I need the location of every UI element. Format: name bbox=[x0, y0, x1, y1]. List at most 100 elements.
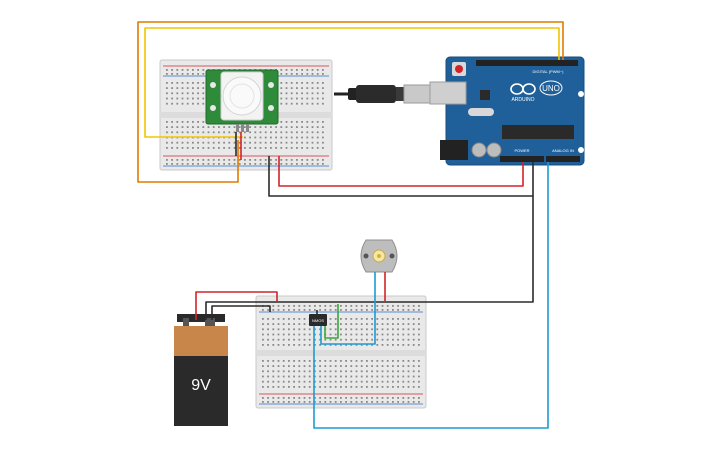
breadboard-hole bbox=[366, 338, 368, 341]
breadboard-hole bbox=[322, 159, 324, 161]
breadboard-hole bbox=[311, 92, 314, 95]
dc-motor[interactable] bbox=[360, 239, 398, 273]
breadboard-hole bbox=[397, 386, 399, 388]
breadboard-hole bbox=[207, 163, 210, 165]
breadboard-hole bbox=[303, 344, 306, 346]
breadboard-hole bbox=[212, 131, 215, 134]
breadboard-hole bbox=[350, 386, 353, 388]
breadboard-hole bbox=[345, 333, 347, 336]
breadboard-hole bbox=[376, 318, 379, 320]
breadboard-hole bbox=[166, 147, 168, 149]
breadboard-hole bbox=[244, 163, 246, 165]
breadboard-hole bbox=[290, 82, 293, 84]
breadboard-hole bbox=[308, 386, 311, 388]
breadboard-hole bbox=[407, 360, 410, 362]
breadboard-hole bbox=[311, 69, 314, 71]
breadboard-hole bbox=[322, 136, 324, 139]
breadboard-hole bbox=[340, 365, 342, 367]
breadboard-hole bbox=[392, 375, 394, 378]
breadboard-hole bbox=[308, 401, 311, 403]
pir-motion-sensor[interactable] bbox=[205, 69, 279, 132]
breadboard-hole bbox=[280, 102, 283, 105]
breadboard-hole bbox=[176, 87, 179, 89]
breadboard-hole bbox=[418, 365, 420, 367]
breadboard-hole bbox=[262, 380, 264, 383]
breadboard-hole bbox=[293, 386, 295, 388]
breadboard-hole bbox=[371, 323, 373, 325]
wire-blue-signal bbox=[313, 162, 549, 429]
breadboard-hole bbox=[244, 159, 246, 161]
breadboard-hole bbox=[296, 69, 298, 71]
breadboard-hole bbox=[166, 131, 168, 134]
breadboard-hole bbox=[192, 121, 194, 123]
breadboard-hole bbox=[381, 397, 384, 399]
breadboard-hole bbox=[306, 126, 309, 128]
breadboard-hole bbox=[371, 380, 373, 383]
breadboard-hole bbox=[264, 131, 267, 134]
breadboard-hole bbox=[381, 309, 384, 311]
breadboard-hole bbox=[218, 126, 220, 128]
breadboard-hole bbox=[360, 338, 363, 341]
breadboard-hole bbox=[319, 397, 321, 399]
breadboard-hole bbox=[280, 121, 283, 123]
breadboard-hole bbox=[282, 323, 285, 325]
breadboard-hole bbox=[282, 318, 285, 320]
breadboard-hole bbox=[264, 159, 267, 161]
breadboard-hole bbox=[314, 328, 316, 331]
breadboard-hole bbox=[249, 141, 251, 144]
wire-black-top bbox=[268, 156, 534, 197]
breadboard-hole bbox=[171, 73, 173, 75]
breadboard-hole bbox=[280, 69, 283, 71]
breadboard-hole bbox=[392, 344, 394, 346]
breadboard-hole bbox=[181, 97, 184, 100]
breadboard-hole bbox=[407, 305, 410, 307]
breadboard-hole bbox=[340, 344, 342, 346]
breadboard-hole bbox=[311, 73, 314, 75]
breadboard-hole bbox=[264, 126, 267, 128]
breadboard-hole bbox=[306, 131, 309, 134]
breadboard-hole bbox=[171, 147, 173, 149]
breadboard-hole bbox=[412, 323, 415, 325]
breadboard-hole bbox=[329, 305, 332, 307]
arduino-uno-board[interactable]: UNO ARDUINO DIGITAL (PWM~) POWER ANALOG … bbox=[429, 56, 585, 166]
breadboard-hole bbox=[197, 159, 199, 161]
arduino-logo-icon bbox=[510, 83, 536, 95]
breadboard-hole bbox=[311, 141, 314, 144]
breadboard-hole bbox=[223, 163, 225, 165]
breadboard-hole bbox=[298, 380, 301, 383]
9v-battery[interactable]: 9V bbox=[174, 314, 228, 426]
breadboard-hole bbox=[176, 102, 179, 105]
breadboard-hole bbox=[176, 131, 179, 134]
breadboard-hole bbox=[238, 126, 241, 128]
breadboard-hole bbox=[381, 305, 384, 307]
breadboard-hole bbox=[355, 397, 358, 399]
breadboard-hole bbox=[277, 323, 280, 325]
breadboard-hole bbox=[366, 344, 368, 346]
breadboard-hole bbox=[293, 318, 295, 320]
breadboard-hole bbox=[285, 147, 288, 149]
breadboard-hole bbox=[329, 333, 332, 336]
breadboard-hole bbox=[228, 147, 231, 149]
breadboard-hole bbox=[418, 318, 420, 320]
breadboard-hole bbox=[316, 163, 319, 165]
breadboard-hole bbox=[306, 92, 309, 95]
breadboard-hole bbox=[350, 360, 353, 362]
breadboard-hole bbox=[202, 163, 205, 165]
nmos-transistor[interactable]: NMOS bbox=[309, 314, 327, 326]
breadboard-hole bbox=[407, 328, 410, 331]
breadboard-hole bbox=[298, 333, 301, 336]
breadboard-hole bbox=[355, 344, 358, 346]
breadboard-hole bbox=[298, 305, 301, 307]
breadboard-hole bbox=[397, 333, 399, 336]
breadboard-hole bbox=[171, 141, 173, 144]
breadboard-hole bbox=[228, 159, 231, 161]
breadboard-bottom[interactable] bbox=[255, 295, 427, 409]
breadboard-hole bbox=[298, 309, 301, 311]
breadboard-hole bbox=[340, 323, 342, 325]
breadboard-hole bbox=[386, 380, 389, 383]
breadboard-hole bbox=[285, 121, 288, 123]
breadboard-hole bbox=[407, 397, 410, 399]
breadboard-hole bbox=[345, 344, 347, 346]
usb-cable[interactable] bbox=[334, 84, 431, 104]
breadboard-hole bbox=[371, 360, 373, 362]
